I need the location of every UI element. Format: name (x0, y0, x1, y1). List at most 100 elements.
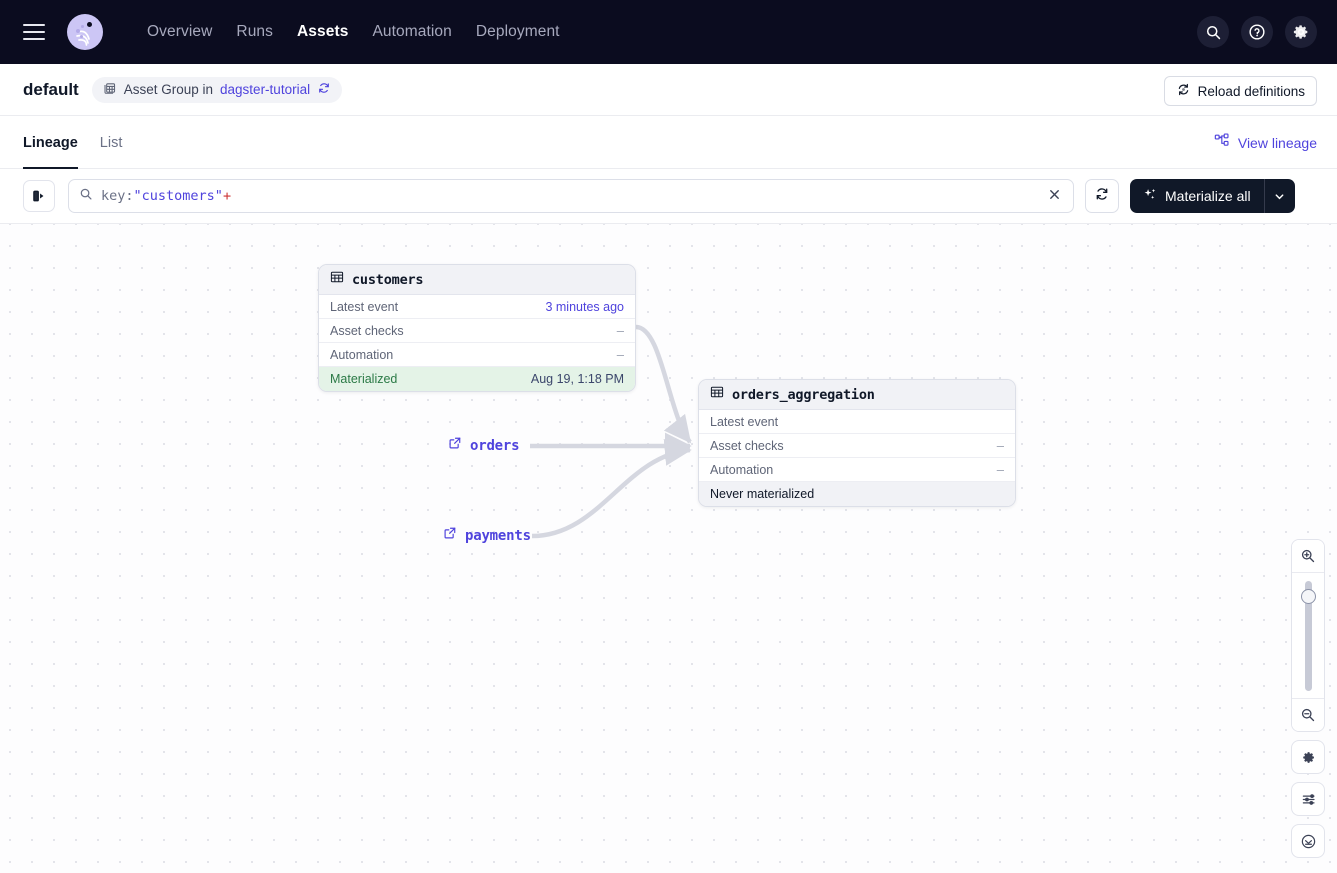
table-icon (330, 270, 344, 289)
asset-node-row-asset-checks: Asset checks – (699, 434, 1015, 458)
asset-group-text: Asset Group in (123, 82, 214, 97)
asset-node-status-badge: Never materialized (699, 482, 1015, 506)
asset-node-row-automation: Automation – (319, 343, 635, 367)
refresh-icon (1094, 186, 1110, 207)
graph-toolbar: key:"customers"+ (0, 169, 1337, 224)
reload-definitions-label: Reload definitions (1197, 83, 1305, 99)
help-icon[interactable] (1241, 16, 1273, 48)
logo-dot (81, 25, 84, 28)
row-value: – (996, 438, 1004, 453)
materialize-all-button[interactable]: Materialize all (1130, 179, 1264, 213)
row-value: – (996, 462, 1004, 477)
nav-link-runs[interactable]: Runs (236, 23, 273, 40)
external-asset-payments[interactable]: payments (443, 526, 531, 545)
row-value[interactable]: 3 minutes ago (545, 299, 624, 314)
query-token-value: "customers" (133, 188, 223, 204)
asset-node-title: customers (352, 271, 424, 288)
graph-filters-button[interactable] (1291, 782, 1325, 816)
table-icon (710, 385, 724, 404)
fit-to-screen-icon (1301, 834, 1315, 848)
status-label: Never materialized (710, 487, 815, 501)
nav-links: Overview Runs Assets Automation Deployme… (135, 23, 572, 41)
lineage-icon (1214, 133, 1230, 152)
asset-node-header: customers (319, 265, 635, 295)
fit-to-screen-button[interactable] (1291, 824, 1325, 858)
sliders-icon (1302, 793, 1315, 805)
logo-dot (80, 35, 83, 38)
external-asset-label: orders (470, 437, 520, 454)
asset-group-icon (103, 81, 117, 98)
close-icon[interactable] (1046, 188, 1063, 205)
chevron-down-icon[interactable] (1265, 179, 1295, 213)
zoom-out-icon[interactable] (1292, 699, 1324, 731)
page-header: default Asset Group in dagster-tutorial (0, 64, 1337, 116)
sparkle-icon (1143, 187, 1158, 205)
asset-node-row-latest-event: Latest event 3 minutes ago (319, 295, 635, 319)
tabs-row: Lineage List View lineage (0, 116, 1337, 169)
reload-definitions-button[interactable]: Reload definitions (1163, 76, 1317, 106)
asset-node-row-asset-checks: Asset checks – (319, 319, 635, 343)
panel-expand-icon[interactable] (23, 180, 55, 212)
tab-list: Lineage List (23, 116, 122, 169)
view-lineage-label: View lineage (1237, 134, 1317, 151)
row-label: Latest event (330, 299, 399, 314)
gear-icon (1302, 751, 1314, 763)
query-token-key: key (101, 188, 126, 204)
tab-lineage[interactable]: Lineage (23, 116, 78, 169)
external-asset-label: payments (465, 527, 531, 544)
status-value: Aug 19, 1:18 PM (530, 372, 624, 386)
hamburger-icon[interactable] (23, 24, 45, 40)
row-value: – (616, 347, 624, 362)
refresh-icon[interactable] (317, 81, 331, 98)
gear-icon[interactable] (1285, 16, 1317, 48)
row-label: Automation (710, 462, 774, 477)
query-token-operator: + (222, 188, 232, 204)
row-label: Asset checks (710, 438, 784, 453)
materialize-all-label: Materialize all (1165, 188, 1251, 204)
row-label: Asset checks (330, 323, 404, 338)
asset-node-customers[interactable]: customers Latest event 3 minutes ago Ass… (318, 264, 636, 392)
external-asset-orders[interactable]: orders (448, 436, 520, 455)
tab-list-view[interactable]: List (99, 134, 123, 151)
view-lineage-link[interactable]: View lineage (1214, 116, 1317, 169)
asset-node-row-latest-event: Latest event (699, 410, 1015, 434)
row-label: Latest event (710, 414, 779, 429)
zoom-slider[interactable] (1292, 572, 1324, 699)
refresh-graph-button[interactable] (1085, 179, 1119, 213)
search-input[interactable]: key:"customers"+ (68, 179, 1074, 213)
reload-icon (1176, 82, 1191, 100)
zoom-in-icon[interactable] (1292, 540, 1324, 572)
nav-icon-group (1197, 16, 1317, 48)
nav-link-automation[interactable]: Automation (372, 23, 452, 40)
zoom-slider-thumb[interactable] (1300, 589, 1316, 604)
logo-eye (87, 22, 92, 27)
asset-group-badge[interactable]: Asset Group in dagster-tutorial (91, 76, 343, 103)
asset-node-header: orders_aggregation (699, 380, 1015, 410)
row-label: Automation (330, 347, 394, 362)
dagster-logo[interactable] (67, 14, 103, 50)
nav-link-assets[interactable]: Assets (297, 23, 349, 40)
status-label: Materialized (330, 372, 398, 386)
zoom-slider-track (1304, 580, 1312, 691)
query-token-colon: : (125, 188, 134, 204)
top-navigation-bar: Overview Runs Assets Automation Deployme… (0, 0, 1337, 64)
asset-group-link[interactable]: dagster-tutorial (220, 82, 311, 97)
logo-dot (76, 29, 80, 33)
asset-node-status-badge: Materialized Aug 19, 1:18 PM (319, 367, 635, 391)
materialize-all-group: Materialize all (1130, 179, 1295, 213)
search-icon (79, 187, 93, 206)
graph-settings-button[interactable] (1291, 740, 1325, 774)
zoom-controls (1291, 539, 1325, 858)
zoom-slider-group (1291, 539, 1325, 732)
asset-node-orders-aggregation[interactable]: orders_aggregation Latest event Asset ch… (698, 379, 1016, 507)
row-value: – (616, 323, 624, 338)
nav-link-overview[interactable]: Overview (147, 23, 213, 40)
page-title: default (23, 79, 79, 99)
graph-edges (530, 324, 692, 539)
search-icon[interactable] (1197, 16, 1229, 48)
nav-link-deployment[interactable]: Deployment (475, 23, 560, 40)
search-query-text: key:"customers"+ (101, 188, 1038, 204)
lineage-graph-canvas[interactable]: customers Latest event 3 minutes ago Ass… (0, 224, 1337, 873)
asset-node-row-automation: Automation – (699, 458, 1015, 482)
